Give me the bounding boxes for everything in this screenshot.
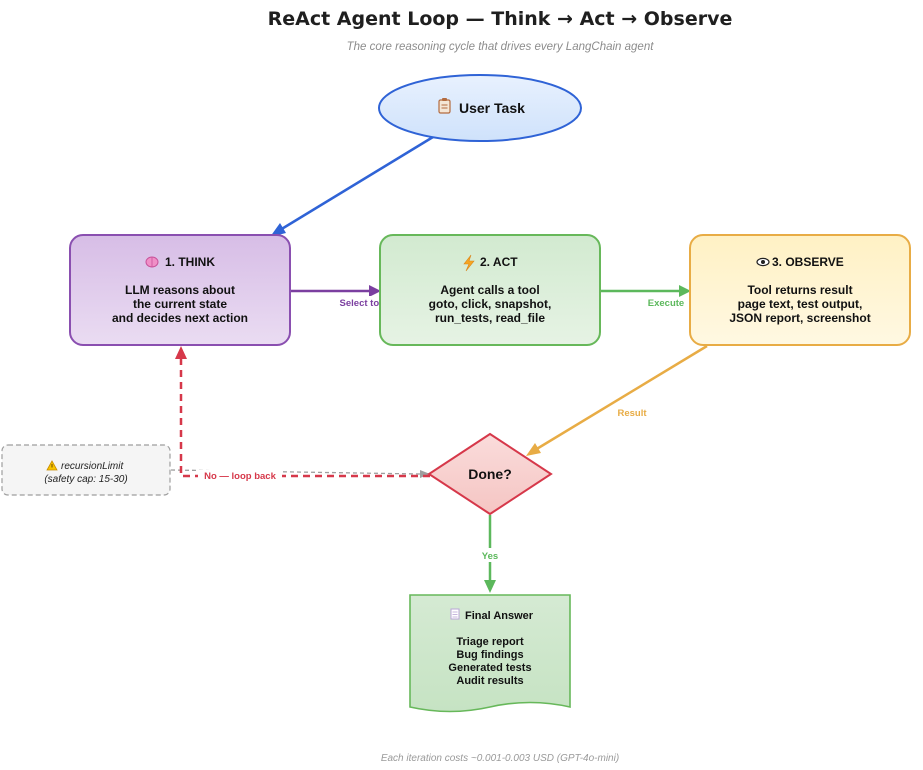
final-answer-heading: Final Answer [465, 610, 534, 622]
user-task-node: User Task [378, 74, 582, 142]
edge-act-to-observe: Execute [601, 285, 691, 309]
recursion-limit-note: recursionLimit (safety cap: 15-30) [1, 444, 171, 496]
diagram-subtitle: The core reasoning cycle that drives eve… [347, 41, 655, 53]
think-line-1: LLM reasons about [125, 283, 235, 297]
observe-heading: 3. OBSERVE [772, 255, 844, 269]
done-decision-node: Done? [427, 432, 553, 516]
warning-icon [46, 460, 58, 471]
observe-node: 3. OBSERVE Tool returns result page text… [689, 234, 911, 346]
think-line-2: the current state [133, 297, 227, 311]
edge-label-result: Result [617, 408, 647, 419]
diagram-title: ReAct Agent Loop — Think → Act → Observe [268, 8, 733, 30]
edge-label-loop-back: No — loop back [204, 471, 277, 482]
observe-line-1: Tool returns result [747, 283, 852, 297]
act-line-2: goto, click, snapshot, [429, 297, 552, 311]
clipboard-icon [438, 98, 451, 114]
brain-icon [145, 256, 159, 268]
user-task-label: User Task [459, 100, 525, 116]
observe-line-3: JSON report, screenshot [729, 311, 870, 325]
lightning-icon [463, 254, 475, 272]
think-line-3: and decides next action [112, 311, 248, 325]
act-line-1: Agent calls a tool [440, 283, 539, 297]
observe-line-2: page text, test output, [738, 297, 863, 311]
memo-icon [450, 608, 460, 620]
recursion-limit-label: recursionLimit [61, 461, 124, 472]
act-node: 2. ACT Agent calls a tool goto, click, s… [379, 234, 601, 346]
final-answer-node: Final Answer Triage report Bug findings … [409, 594, 571, 713]
edge-user-to-think [270, 135, 434, 237]
think-heading: 1. THINK [165, 255, 215, 269]
final-line-3: Generated tests [448, 662, 531, 674]
edge-label-execute: Execute [648, 298, 684, 309]
done-label: Done? [468, 466, 512, 482]
act-heading: 2. ACT [480, 255, 518, 269]
edge-note-to-done [170, 469, 430, 478]
edge-done-to-final: Yes [478, 515, 502, 593]
cost-footer: Each iteration costs ~0.001-0.003 USD (G… [381, 753, 619, 764]
edge-label-yes: Yes [482, 551, 498, 562]
think-node: 1. THINK LLM reasons about the current s… [69, 234, 291, 346]
eye-icon [756, 257, 770, 267]
edge-done-to-think: No — loop back [175, 346, 430, 482]
edge-observe-to-done: Result [526, 344, 708, 456]
act-line-3: run_tests, read_file [435, 311, 545, 325]
final-line-2: Bug findings [456, 649, 523, 661]
final-line-1: Triage report [456, 636, 524, 648]
recursion-limit-sublabel: (safety cap: 15-30) [44, 474, 127, 485]
final-line-4: Audit results [456, 675, 523, 687]
